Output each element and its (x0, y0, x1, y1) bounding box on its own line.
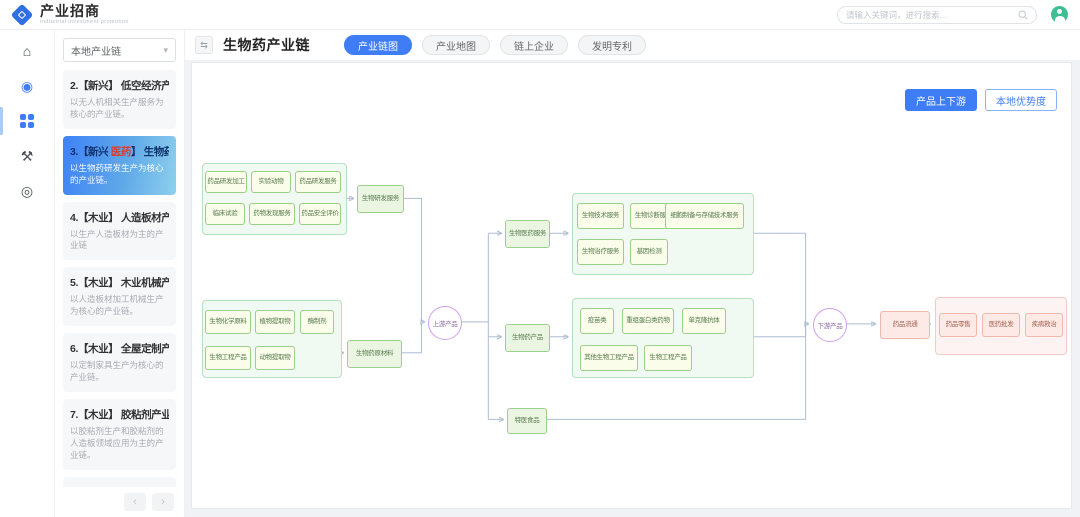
user-avatar[interactable] (1051, 6, 1068, 23)
target-icon: ◎ (20, 183, 34, 199)
prev-page-button[interactable]: ‹ (124, 493, 146, 511)
chain-list: 2.【新兴】 低空经济产业链 以无人机相关生产服务为核心的产业链。 3.【新兴 … (63, 70, 176, 487)
flowchart-canvas[interactable]: 产品上下游 本地优势度 (191, 62, 1072, 509)
collapse-panel-icon[interactable]: ⇆ (195, 36, 213, 54)
nav-industry-chains[interactable] (0, 107, 54, 135)
page-toolbar: ⇆ 生物药产业链 产业链图 产业地图 链上企业 发明专利 (185, 30, 1080, 60)
flow-node[interactable]: 实验动物 (251, 171, 291, 193)
product-updown-button[interactable]: 产品上下游 (905, 89, 977, 111)
flow-node[interactable]: 医药批发 (982, 313, 1020, 337)
brand-logo-icon (10, 3, 34, 26)
tab-chain-enterprises[interactable]: 链上企业 (500, 35, 568, 55)
flow-node[interactable]: 药品研发服务 (295, 171, 341, 193)
tab-invention-patents[interactable]: 发明专利 (578, 35, 646, 55)
chain-type-select[interactable]: 本地产业链 ▾ (63, 38, 176, 62)
chain-item-custom-furniture[interactable]: 6.【木业】 全屋定制产业链 以定制家具生产为核心的产业链。 (63, 333, 176, 392)
flow-node[interactable]: 生物化学原料 (205, 310, 251, 334)
flow-node[interactable]: 疾病救治 (1025, 313, 1063, 337)
upstream-products-circle[interactable]: 上游产品 (428, 306, 462, 340)
main-area: ⇆ 生物药产业链 产业链图 产业地图 链上企业 发明专利 产品上下游 本地优势度 (185, 30, 1080, 517)
flow-node[interactable]: 生物工程产品 (644, 345, 692, 371)
flow-node[interactable]: 疫苗类 (580, 308, 614, 334)
local-advantage-button[interactable]: 本地优势度 (985, 89, 1057, 111)
flow-view-toggle: 产品上下游 本地优势度 (905, 89, 1057, 111)
nav-rail: ⌂ ◉ ⚒ ◎ (0, 30, 55, 517)
list-pagination: ‹ › (63, 487, 176, 517)
flow-node[interactable]: 生物工程产品 (205, 346, 251, 370)
page-title: 生物药产业链 (223, 37, 310, 53)
brand-subtitle: Industrial investment promotion (40, 18, 129, 25)
chain-list-panel: 本地产业链 ▾ 2.【新兴】 低空经济产业链 以无人机相关生产服务为核心的产业链… (55, 30, 185, 517)
node-bio-medical-service[interactable]: 生物医药服务 (505, 220, 550, 248)
view-tabs: 产业链图 产业地图 链上企业 发明专利 (344, 35, 646, 55)
chain-item-biopharma-selected[interactable]: 3.【新兴 医药】 生物药产... 以生物药研发生产为核心的产业链。 (63, 135, 176, 195)
flow-node[interactable]: 动物提取物 (255, 346, 295, 370)
flow-node[interactable]: 生物治疗服务 (577, 239, 624, 265)
flow-node[interactable]: 药物发现服务 (249, 203, 295, 225)
resource-pin-icon: ◉ (20, 78, 34, 94)
flow-node[interactable]: 重组蛋白类药物 (622, 308, 674, 334)
app-header: 产业招商 Industrial investment promotion (0, 0, 1080, 30)
flow-node[interactable]: 植物提取物 (255, 310, 295, 334)
flow-node[interactable]: 其他生物工程产品 (580, 345, 638, 371)
flow-node[interactable]: 单克隆抗体 (682, 308, 726, 334)
tab-industry-map[interactable]: 产业地图 (422, 35, 490, 55)
node-special-medical-food[interactable]: 特医食品 (507, 408, 547, 434)
chain-item-wood-machinery[interactable]: 5.【木业】 木业机械产业链 以人造板材加工机械生产为核心的产业链。 (63, 267, 176, 327)
next-page-button[interactable]: › (152, 493, 174, 511)
downstream-products-circle[interactable]: 下游产品 (813, 308, 847, 342)
flow-connectors (192, 63, 1071, 508)
home-icon: ⌂ (22, 43, 32, 59)
chain-item-impregnated-paper[interactable]: 8.【木业】 浸渍纸产业链 以浸渍纸生产和浸渍纸的人造板领域应用为主的产业链。 (63, 476, 176, 487)
chain-item-low-altitude[interactable]: 2.【新兴】 低空经济产业链 以无人机相关生产服务为核心的产业链。 (63, 70, 176, 129)
flow-node[interactable]: 药品零售 (939, 313, 977, 337)
flow-node[interactable]: 药品研发加工 (205, 171, 247, 193)
chevron-down-icon: ▾ (163, 44, 168, 55)
global-search[interactable] (837, 5, 1037, 24)
node-drug-distribution[interactable]: 药品流通 (880, 311, 930, 339)
hub-rd-service[interactable]: 生物研发服务 (357, 185, 404, 213)
apps-grid-icon (20, 114, 34, 128)
flow-node[interactable]: 细胞制备与存储技术服务 (665, 203, 744, 229)
tab-chain-map[interactable]: 产业链图 (344, 35, 412, 55)
flow-node[interactable]: 基因检测 (630, 239, 668, 265)
flow-node[interactable]: 酶制剂 (300, 310, 334, 334)
chain-item-wood-panel[interactable]: 4.【木业】 人造板材产业链 以生产人造板材为主的产业链 (63, 201, 176, 261)
search-icon (1018, 9, 1028, 20)
nav-target[interactable]: ◎ (0, 180, 54, 202)
flow-node[interactable]: 生物技术服务 (577, 203, 624, 229)
brand: 产业招商 Industrial investment promotion (40, 4, 129, 26)
nav-resource[interactable]: ◉ (0, 75, 54, 97)
chain-type-value: 本地产业链 (71, 46, 121, 58)
tools-icon: ⚒ (20, 148, 34, 164)
search-input[interactable] (846, 9, 1018, 20)
brand-title: 产业招商 (40, 2, 100, 19)
hub-raw-material[interactable]: 生物药原材料 (347, 340, 402, 368)
chain-item-adhesive[interactable]: 7.【木业】 胶粘剂产业链 以胶粘剂生产和胶粘剂的人造板领域应用为主的产业链。 (63, 398, 176, 470)
flow-node[interactable]: 临床试验 (205, 203, 245, 225)
nav-tools[interactable]: ⚒ (0, 145, 54, 167)
node-bio-product[interactable]: 生物药产品 (505, 324, 550, 352)
flow-node[interactable]: 药品安全评价 (299, 203, 341, 225)
nav-home[interactable]: ⌂ (0, 40, 54, 62)
